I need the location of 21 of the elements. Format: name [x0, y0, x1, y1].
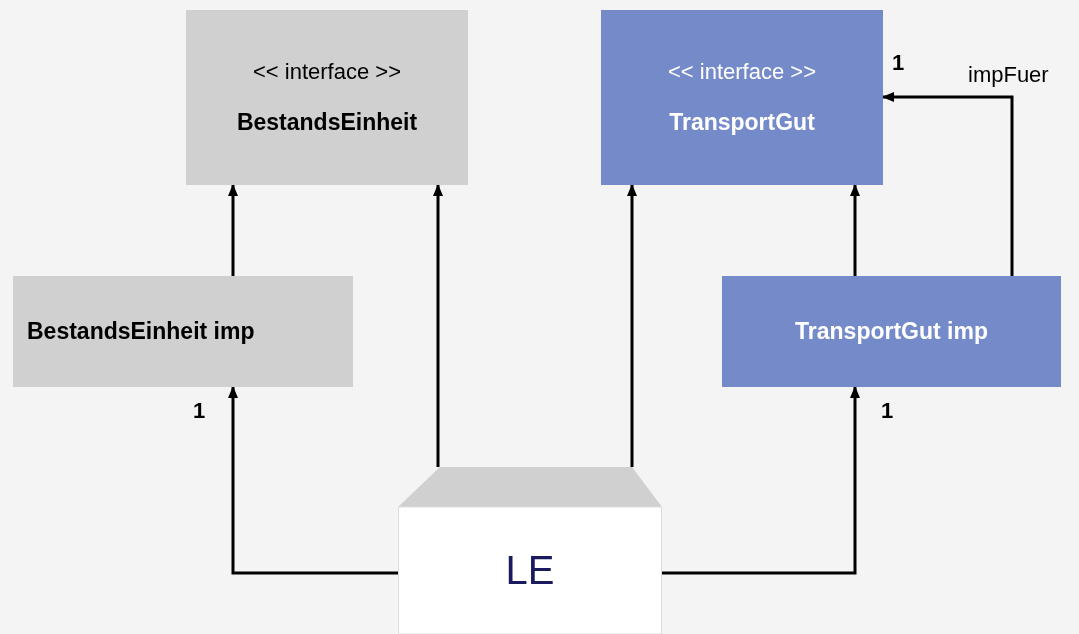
- class-box: [13, 276, 353, 387]
- class-name: TransportGut imp: [795, 318, 988, 345]
- interface-box: [601, 10, 883, 185]
- arrow: [882, 92, 1014, 276]
- arrow: [627, 184, 637, 467]
- arrow: [850, 184, 860, 276]
- multiplicity-label: 1: [881, 398, 894, 424]
- arrow: [228, 386, 398, 575]
- multiplicity-label: 1: [193, 398, 206, 424]
- class-name: TransportGut: [669, 109, 815, 136]
- stereotype-label: << interface >>: [668, 59, 816, 85]
- arrow: [662, 386, 860, 575]
- class-name: BestandsEinheit imp: [27, 318, 255, 345]
- arrow: [228, 184, 238, 276]
- interface-box: [186, 10, 468, 185]
- class-box: [722, 276, 1061, 387]
- arrow: [433, 184, 443, 467]
- multiplicity-label: 1: [892, 50, 905, 76]
- stereotype-label: << interface >>: [253, 59, 401, 85]
- class-name: BestandsEinheit: [236, 109, 418, 136]
- package-name: LE: [505, 548, 555, 593]
